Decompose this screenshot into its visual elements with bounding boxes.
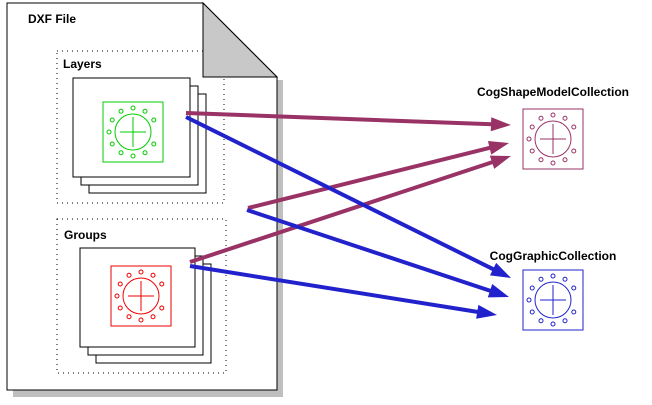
- page-shadow-bottom: [13, 390, 283, 397]
- graphiccollection-glyph: [522, 269, 584, 331]
- page-shadow-right: [277, 80, 283, 397]
- arrow-layers-to-graphiccollection: [185, 115, 511, 278]
- groups-dotted-box: [56, 218, 227, 374]
- arrow-groups-to-shapemodelcollection: [189, 155, 511, 264]
- groups-part-glyph: [110, 265, 172, 327]
- page-fold-corner: [202, 1, 279, 78]
- layers-label: Layers: [63, 57, 102, 71]
- arrow-dxf-file-to-shapemodelcollection: [247, 141, 509, 210]
- layers-stack-page-1: [72, 77, 191, 178]
- dxf-file-label: DXF File: [28, 12, 77, 26]
- groups-stack-page-1: [79, 247, 196, 348]
- arrow-layers-to-shapemodelcollection: [185, 111, 511, 132]
- shapemodelcollection-label: CogShapeModelCollection: [476, 85, 629, 99]
- groups-label: Groups: [64, 228, 107, 242]
- arrow-groups-to-graphiccollection: [189, 264, 497, 319]
- shapemodelcollection-glyph: [522, 108, 584, 170]
- graphiccollection-label: CogGraphicCollection: [489, 249, 617, 263]
- layers-part-glyph: [102, 101, 164, 163]
- arrow-dxf-file-to-graphiccollection: [246, 208, 509, 298]
